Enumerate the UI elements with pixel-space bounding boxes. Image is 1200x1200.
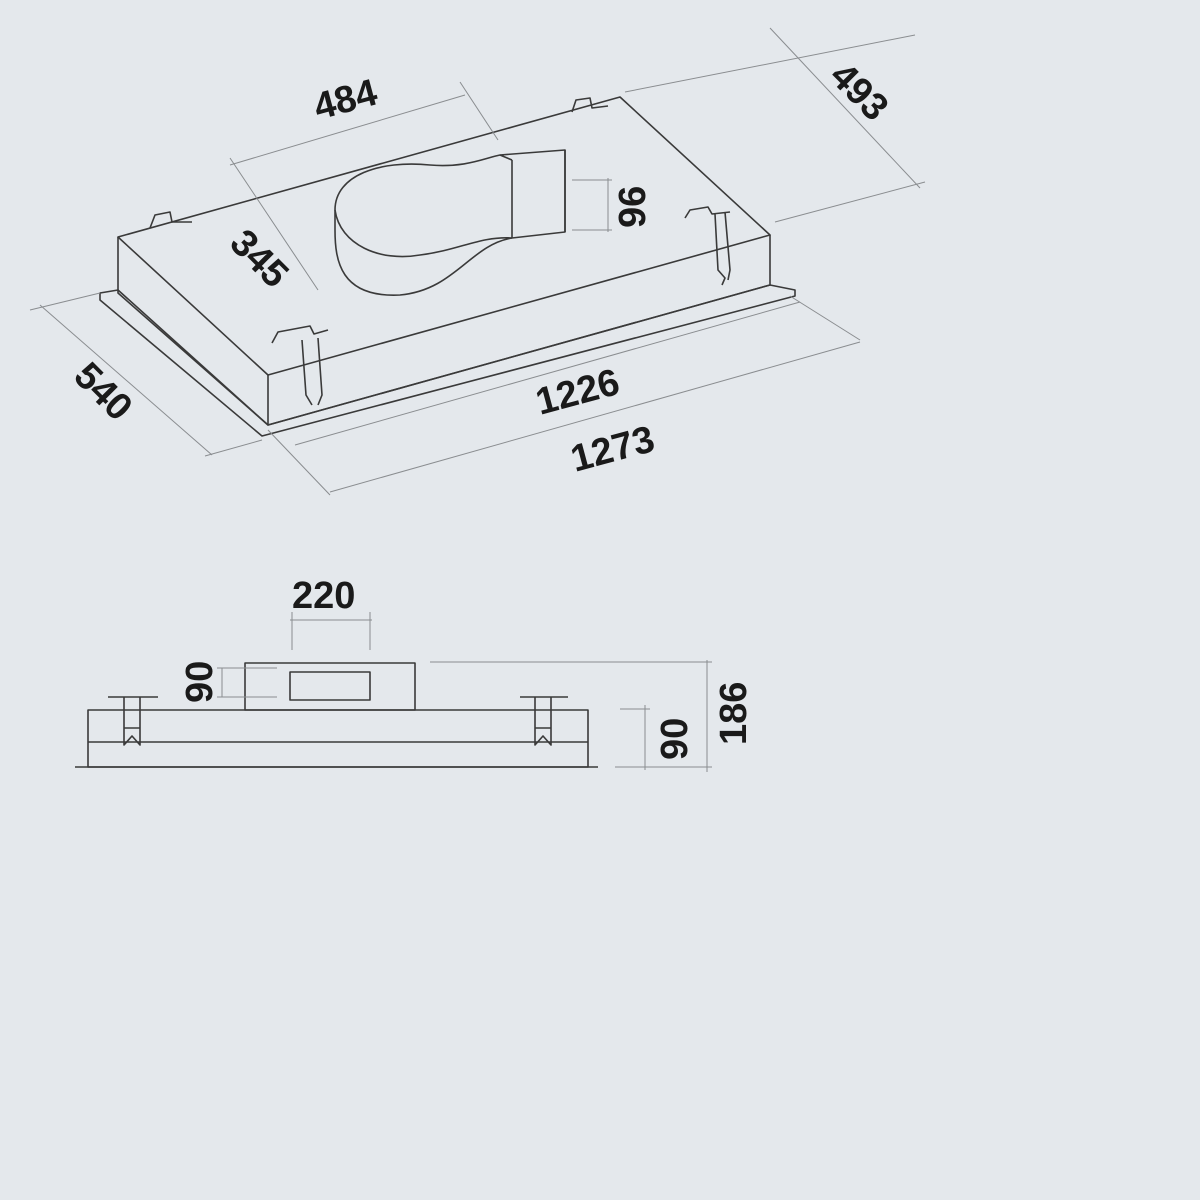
- dim-493: 493: [822, 55, 897, 130]
- dim-96: 96: [612, 186, 654, 228]
- flange: [99, 284, 796, 437]
- dim-1226: 1226: [531, 361, 624, 423]
- body-side: [87, 709, 589, 768]
- isometric-view: 484 493 96 345 540 1226 1273: [29, 27, 926, 496]
- dim-1273: 1273: [566, 418, 659, 480]
- dimension-lines: [29, 27, 926, 496]
- dim-186: 186: [713, 682, 755, 745]
- side-dimension-lines: [217, 612, 712, 772]
- mounting-bracket-icon: [149, 97, 731, 406]
- dim-345: 345: [222, 222, 297, 297]
- side-bracket-icon: [108, 696, 568, 746]
- dim-540: 540: [66, 355, 141, 430]
- dim-90-body: 90: [654, 718, 696, 760]
- dim-220: 220: [292, 575, 355, 617]
- duct: [334, 149, 566, 296]
- outlet-opening: [289, 671, 371, 701]
- dim-90-outlet: 90: [179, 661, 221, 703]
- side-view: 220 90 90 186: [75, 575, 755, 772]
- outlet-block: [244, 662, 416, 711]
- body-top-face: [117, 96, 771, 376]
- dim-484: 484: [309, 72, 381, 129]
